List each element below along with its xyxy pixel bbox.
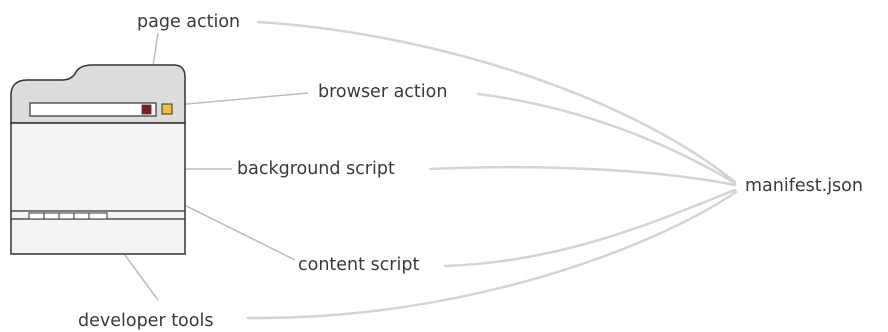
devtools-tabs [28, 212, 108, 220]
label-manifest-json: manifest.json [745, 176, 863, 196]
label-browser-action: browser action [318, 82, 448, 102]
curve-background-script [428, 165, 737, 187]
label-developer-tools: developer tools [78, 311, 214, 331]
curve-page-action [256, 20, 737, 184]
curve-content-script [443, 188, 737, 268]
devtools-tab [73, 212, 90, 220]
label-content-script: content script [298, 255, 420, 275]
browser-action-icon [161, 103, 173, 115]
page-action-icon [141, 104, 152, 115]
browser-window-icon [10, 64, 186, 255]
label-page-action: page action [137, 12, 241, 32]
devtools-tab [43, 212, 60, 220]
curve-developer-tools [246, 190, 738, 320]
manifest-curves [246, 20, 738, 320]
browser-page [10, 122, 186, 255]
devtools-tab [58, 212, 75, 220]
devtools-tab [28, 212, 45, 220]
devtools-tab [88, 212, 108, 220]
label-background-script: background script [237, 159, 395, 179]
address-bar [29, 102, 157, 117]
pointer-browser-action [175, 92, 309, 106]
curve-browser-action [476, 92, 737, 185]
